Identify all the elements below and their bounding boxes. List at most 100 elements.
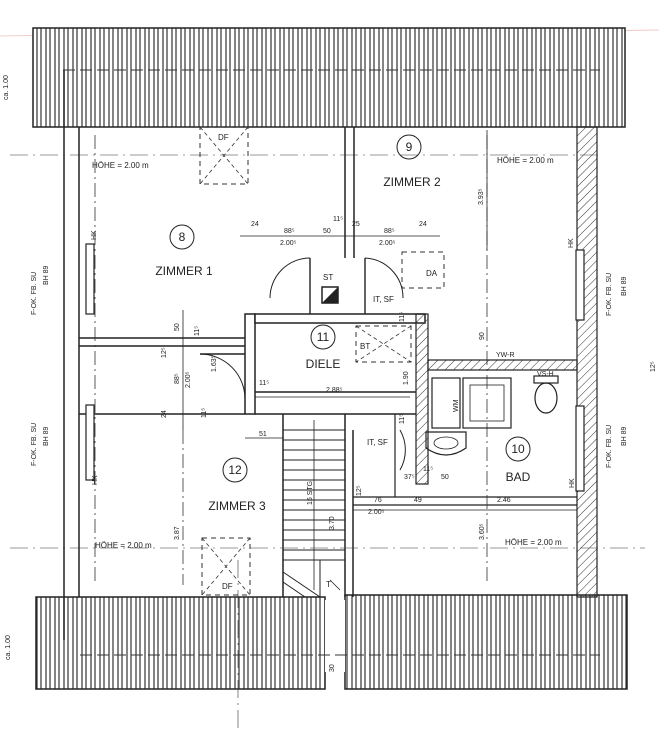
dim-115c: 11⁵	[201, 408, 208, 418]
roof-window-df-bottom-x2	[201, 537, 251, 596]
door-z1	[269, 257, 311, 299]
window-label-right-top-1: F-OK. FB. SU	[606, 273, 613, 316]
dim-115b: 11⁵	[194, 326, 201, 336]
dim-24a: 24	[251, 221, 259, 228]
room-circle-11	[310, 324, 336, 350]
height-label-z1: HÖHE = 2.00 m	[92, 161, 149, 170]
room-name-bad: BAD	[506, 470, 531, 484]
window-label-left-top-1: F-OK. FB. SU	[31, 272, 38, 315]
window-label-right-bottom-1: F-OK. FB. SU	[606, 425, 613, 468]
dim-30: 30	[329, 664, 336, 672]
room-circle-10	[505, 436, 531, 462]
symbol-itsf-top: IT, SF	[373, 295, 394, 304]
shower-inner	[469, 384, 505, 422]
dim-393: 3.93⁵	[478, 188, 485, 205]
dim-125b: 12⁵	[356, 485, 363, 496]
window-label-left-top-2: BH 89	[43, 265, 50, 285]
dim-115d: 11⁵	[259, 380, 269, 387]
room-name-zimmer1: ZIMMER 1	[155, 264, 213, 278]
symbol-hk-4: HK	[569, 478, 576, 488]
dim-24b: 24	[419, 221, 427, 228]
room-name-zimmer2: ZIMMER 2	[383, 175, 441, 189]
window-right-top	[575, 249, 585, 321]
room-number-12: 12	[228, 463, 242, 477]
dim-360: 3.60⁵	[479, 523, 486, 540]
roof-bottom	[35, 596, 326, 690]
dim-50a: 50	[323, 228, 331, 235]
room-name-zimmer3: ZIMMER 3	[208, 499, 266, 513]
symbol-st: ST	[323, 273, 333, 282]
dim-51: 51	[259, 431, 267, 438]
roof-window-df-top	[199, 126, 249, 185]
symbol-t: T	[326, 580, 331, 589]
symbol-df-bottom: DF	[222, 582, 233, 591]
room-name-diele: DIELE	[306, 357, 341, 371]
room-circle-9	[396, 134, 422, 160]
dim-50c: 50	[441, 474, 449, 481]
symbol-vsh: VS-H	[537, 371, 554, 378]
washbasin	[425, 431, 467, 456]
symbol-hk-2: HK	[92, 475, 99, 485]
symbol-hk-1: HK	[91, 230, 98, 240]
bt-box-x2	[355, 325, 412, 363]
window-left-bottom	[85, 404, 95, 481]
room-circle-8	[169, 224, 195, 250]
dim-50b: 50	[174, 323, 181, 331]
washer	[431, 377, 461, 429]
room-number-9: 9	[406, 140, 413, 154]
door-z2	[364, 257, 404, 299]
bt-box	[355, 325, 412, 363]
symbol-df-top: DF	[218, 133, 229, 142]
dim-885a: 88⁵	[284, 228, 295, 235]
dim-885c: 88⁵	[174, 373, 181, 384]
dim-288: 2.88⁵	[326, 387, 343, 394]
dim-387: 3.87	[174, 526, 181, 540]
toilet	[534, 382, 558, 414]
symbol-stairs: 15 STG	[307, 481, 314, 505]
roof-window-da	[401, 251, 445, 289]
room-circle-12	[222, 457, 248, 483]
wall-bad-top	[427, 359, 578, 371]
symbol-hk-3: HK	[568, 238, 575, 248]
window-left-top	[85, 243, 95, 315]
wall-bad-left	[415, 313, 429, 485]
window-label-right-bottom-2: BH 89	[621, 426, 628, 446]
roof-bottom-right	[344, 594, 628, 690]
dim-115: 11⁵	[333, 216, 343, 223]
toilet-tank	[533, 375, 559, 384]
washbasin-bowl	[433, 436, 459, 450]
dim-ca100-top: ca. 1.00	[3, 75, 10, 100]
dim-76: 76	[374, 497, 382, 504]
dim-115f: 11⁵	[399, 414, 406, 424]
roof-window-df-bottom	[201, 537, 251, 596]
dim-200d: 2.00⁵	[368, 509, 385, 516]
roof-top	[32, 27, 626, 128]
window-label-right-top-2: BH 89	[621, 276, 628, 296]
symbol-ywr: YW-R	[496, 352, 515, 359]
dim-190: 1.90	[403, 371, 410, 385]
dim-125: 12⁵	[161, 347, 168, 358]
room-number-8: 8	[179, 230, 186, 244]
dim-375: 37⁵	[404, 474, 415, 481]
bt-box-x1	[355, 325, 412, 363]
dim-25: 25	[352, 221, 360, 228]
door-bad	[399, 429, 406, 471]
dim-200b: 2.00⁵	[379, 240, 396, 247]
symbol-bt: BT	[360, 342, 370, 351]
window-label-left-bottom-1: F-OK. FB. SU	[31, 423, 38, 466]
dim-49: 49	[414, 497, 422, 504]
chimney-st-fill	[322, 287, 338, 303]
symbol-itsf-bottom: IT, SF	[367, 438, 388, 447]
dim-885b: 88⁵	[384, 228, 395, 235]
dim-ca100-bottom: ca. 1.00	[5, 635, 12, 660]
wall-right-hatched	[576, 126, 598, 598]
dim-125c: 12⁵	[650, 361, 657, 372]
symbol-wm: WM	[453, 399, 460, 412]
shower-tray	[462, 377, 512, 429]
dim-200a: 2.00⁵	[280, 240, 297, 247]
dim-90: 90	[479, 332, 486, 340]
dim-246: 2.46	[497, 497, 511, 504]
roof-window-df-top-x2	[199, 126, 249, 185]
symbol-da: DA	[426, 269, 438, 278]
dim-200c: 2.00⁵	[185, 371, 192, 388]
